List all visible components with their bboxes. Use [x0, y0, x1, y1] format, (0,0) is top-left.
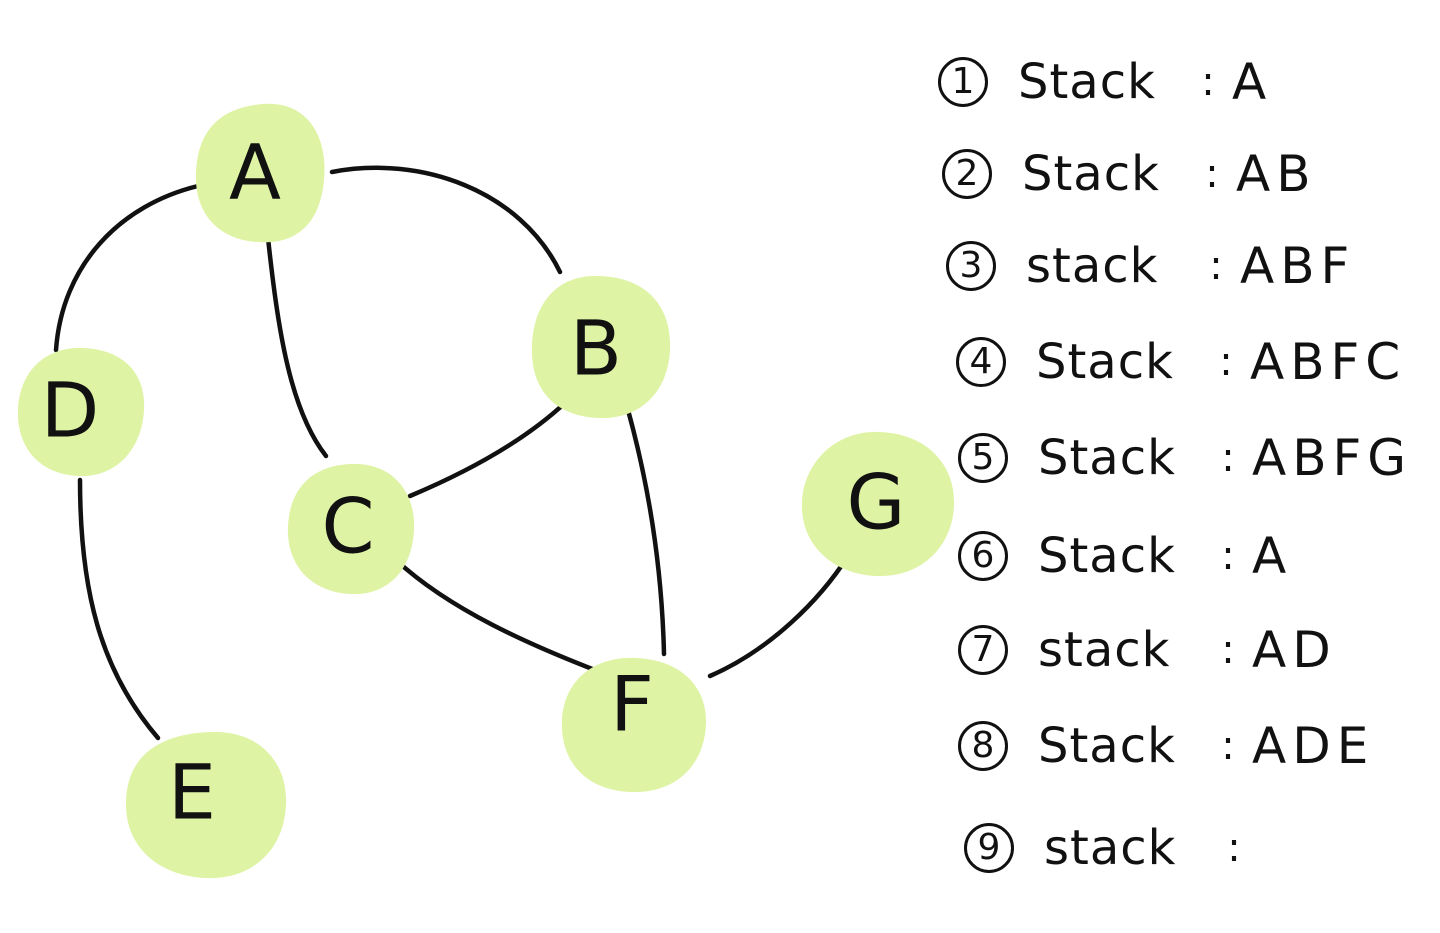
node-blob	[287, 463, 415, 595]
stack-word: Stack	[1038, 430, 1176, 486]
stack-word: Stack	[1022, 146, 1160, 202]
node-e: E	[125, 731, 287, 879]
stack-word: Stack	[1018, 54, 1156, 110]
node-blob	[195, 103, 325, 243]
stack-colon: :	[1221, 533, 1235, 579]
node-label: D	[41, 366, 100, 455]
stack-step-row: 3 stack : ABF	[946, 234, 1440, 298]
edge-c-f	[393, 557, 603, 675]
stack-colon: :	[1209, 243, 1223, 289]
stack-step-row: 1 Stack : A	[938, 50, 1438, 114]
node-label: A	[229, 128, 281, 217]
stack-colon: :	[1219, 339, 1233, 385]
node-blob	[17, 347, 145, 477]
node-blob	[125, 731, 287, 879]
node-f: F	[561, 657, 707, 793]
node-label: C	[321, 482, 374, 571]
stack-contents: ABFC	[1250, 333, 1407, 391]
edge-a-b	[329, 165, 563, 275]
node-c: C	[287, 463, 415, 595]
edge-b-f	[625, 407, 667, 657]
stack-colon: :	[1221, 435, 1235, 481]
edge-b-c	[407, 399, 569, 499]
node-g: G	[801, 431, 955, 577]
stack-colon: :	[1227, 825, 1241, 871]
node-blob	[801, 431, 955, 577]
step-number-badge: 7	[958, 625, 1008, 675]
stack-colon: :	[1221, 627, 1235, 673]
step-number-badge: 1	[938, 57, 988, 107]
stack-colon: :	[1201, 59, 1215, 105]
stack-contents: A	[1232, 53, 1273, 111]
stack-step-row: 6 Stack : A	[958, 524, 1440, 588]
edge-d-e	[77, 477, 161, 741]
node-label: F	[610, 660, 654, 749]
stack-contents: ABF	[1240, 237, 1356, 295]
node-b: B	[531, 275, 671, 419]
stack-contents: AB	[1236, 145, 1317, 203]
edge-a-c	[265, 235, 329, 459]
step-number-badge: 2	[942, 149, 992, 199]
step-number-badge: 5	[958, 433, 1008, 483]
step-number-badge: 8	[958, 721, 1008, 771]
stack-step-row: 7 stack : AD	[958, 618, 1440, 682]
stack-contents: AD	[1252, 621, 1337, 679]
stack-word: Stack	[1036, 334, 1174, 390]
stack-step-row: 5 Stack : ABFG	[958, 426, 1440, 490]
stack-word: stack	[1026, 238, 1159, 294]
stack-step-row: 8 Stack : ADE	[958, 714, 1440, 778]
stack-contents: ADE	[1252, 717, 1375, 775]
stack-word: Stack	[1038, 718, 1176, 774]
graph-diagram: A B C D E F G	[17, 103, 955, 879]
node-blob	[561, 657, 707, 793]
edge-a-d	[53, 183, 201, 353]
stack-contents: A	[1252, 527, 1293, 585]
node-d: D	[17, 347, 145, 477]
stack-step-row: 4 Stack : ABFC	[956, 330, 1440, 394]
stack-contents: ABFG	[1252, 429, 1413, 487]
node-a: A	[195, 103, 325, 243]
step-number-badge: 9	[964, 823, 1014, 873]
stack-word: stack	[1038, 622, 1171, 678]
stack-word: stack	[1044, 820, 1177, 876]
node-label: E	[168, 748, 216, 837]
node-label: G	[847, 458, 906, 547]
step-number-badge: 3	[946, 241, 996, 291]
edge-f-g	[707, 553, 851, 679]
stack-step-row: 9 stack :	[964, 816, 1440, 880]
stack-colon: :	[1205, 151, 1219, 197]
stack-step-row: 2 Stack : AB	[942, 142, 1440, 206]
step-number-badge: 6	[958, 531, 1008, 581]
stack-word: Stack	[1038, 528, 1176, 584]
stack-colon: :	[1221, 723, 1235, 769]
step-number-badge: 4	[956, 337, 1006, 387]
node-blob	[531, 275, 671, 419]
stack-trace-panel: 1 Stack : A 2 Stack : AB 3 stack : ABF 4…	[930, 40, 1430, 920]
node-label: B	[570, 304, 622, 393]
